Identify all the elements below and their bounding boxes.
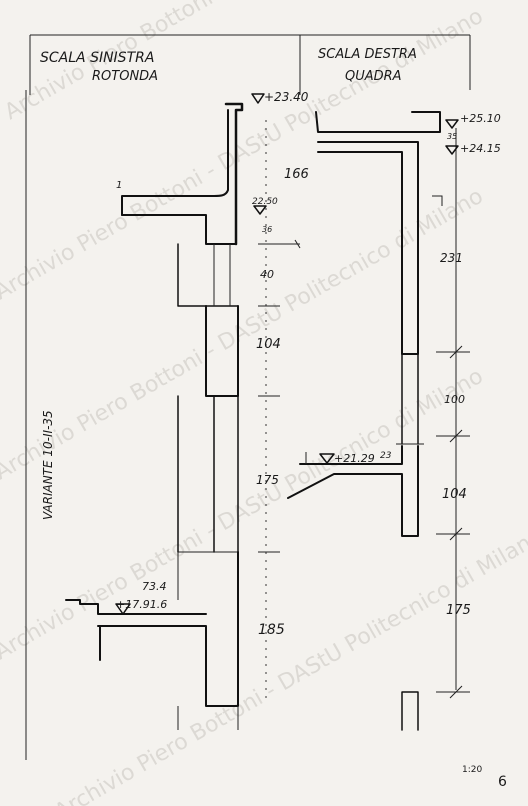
level-right-top1: +25.10 <box>460 112 501 125</box>
scale-label: 1:20 <box>462 765 482 775</box>
variant-note: VARIANTE 10-II-35 <box>41 410 55 520</box>
left-stair-section <box>65 93 301 730</box>
level-right-top2: +24.15 <box>460 142 501 155</box>
dim-35: 35 <box>447 132 457 141</box>
dim-185: 185 <box>258 622 285 638</box>
level-mid-left: 22.50 <box>252 197 278 207</box>
dim-100: 100 <box>444 393 465 406</box>
right-stair-title: SCALA DESTRA <box>318 47 417 62</box>
level-right-mid: +21.29 <box>334 452 375 465</box>
level-top-left: +23.40 <box>264 90 309 104</box>
page-number: 6 <box>498 774 507 790</box>
dim-104-left: 104 <box>256 337 281 352</box>
dim-73: 73.4 <box>142 580 167 593</box>
right-stair-section <box>287 111 470 731</box>
dim-166: 166 <box>284 167 309 182</box>
dim-175-right: 175 <box>446 603 471 618</box>
dim-1: 1 <box>116 180 122 191</box>
level-bottom-left: +17.91.6 <box>116 598 167 611</box>
dim-175-left: 175 <box>256 473 279 487</box>
right-stair-subtitle: QUADRA <box>345 69 402 84</box>
left-stair-title: SCALA SINISTRA <box>40 50 154 66</box>
title-block: SCALA SINISTRA ROTONDA SCALA DESTRA QUAD… <box>29 34 471 95</box>
left-stair-subtitle: ROTONDA <box>92 69 158 84</box>
dim-40: 40 <box>260 268 274 281</box>
dim-36: 36 <box>262 225 272 234</box>
dim-23: 23 <box>380 451 392 461</box>
dim-104-right: 104 <box>442 487 467 502</box>
dim-231: 231 <box>440 251 463 265</box>
